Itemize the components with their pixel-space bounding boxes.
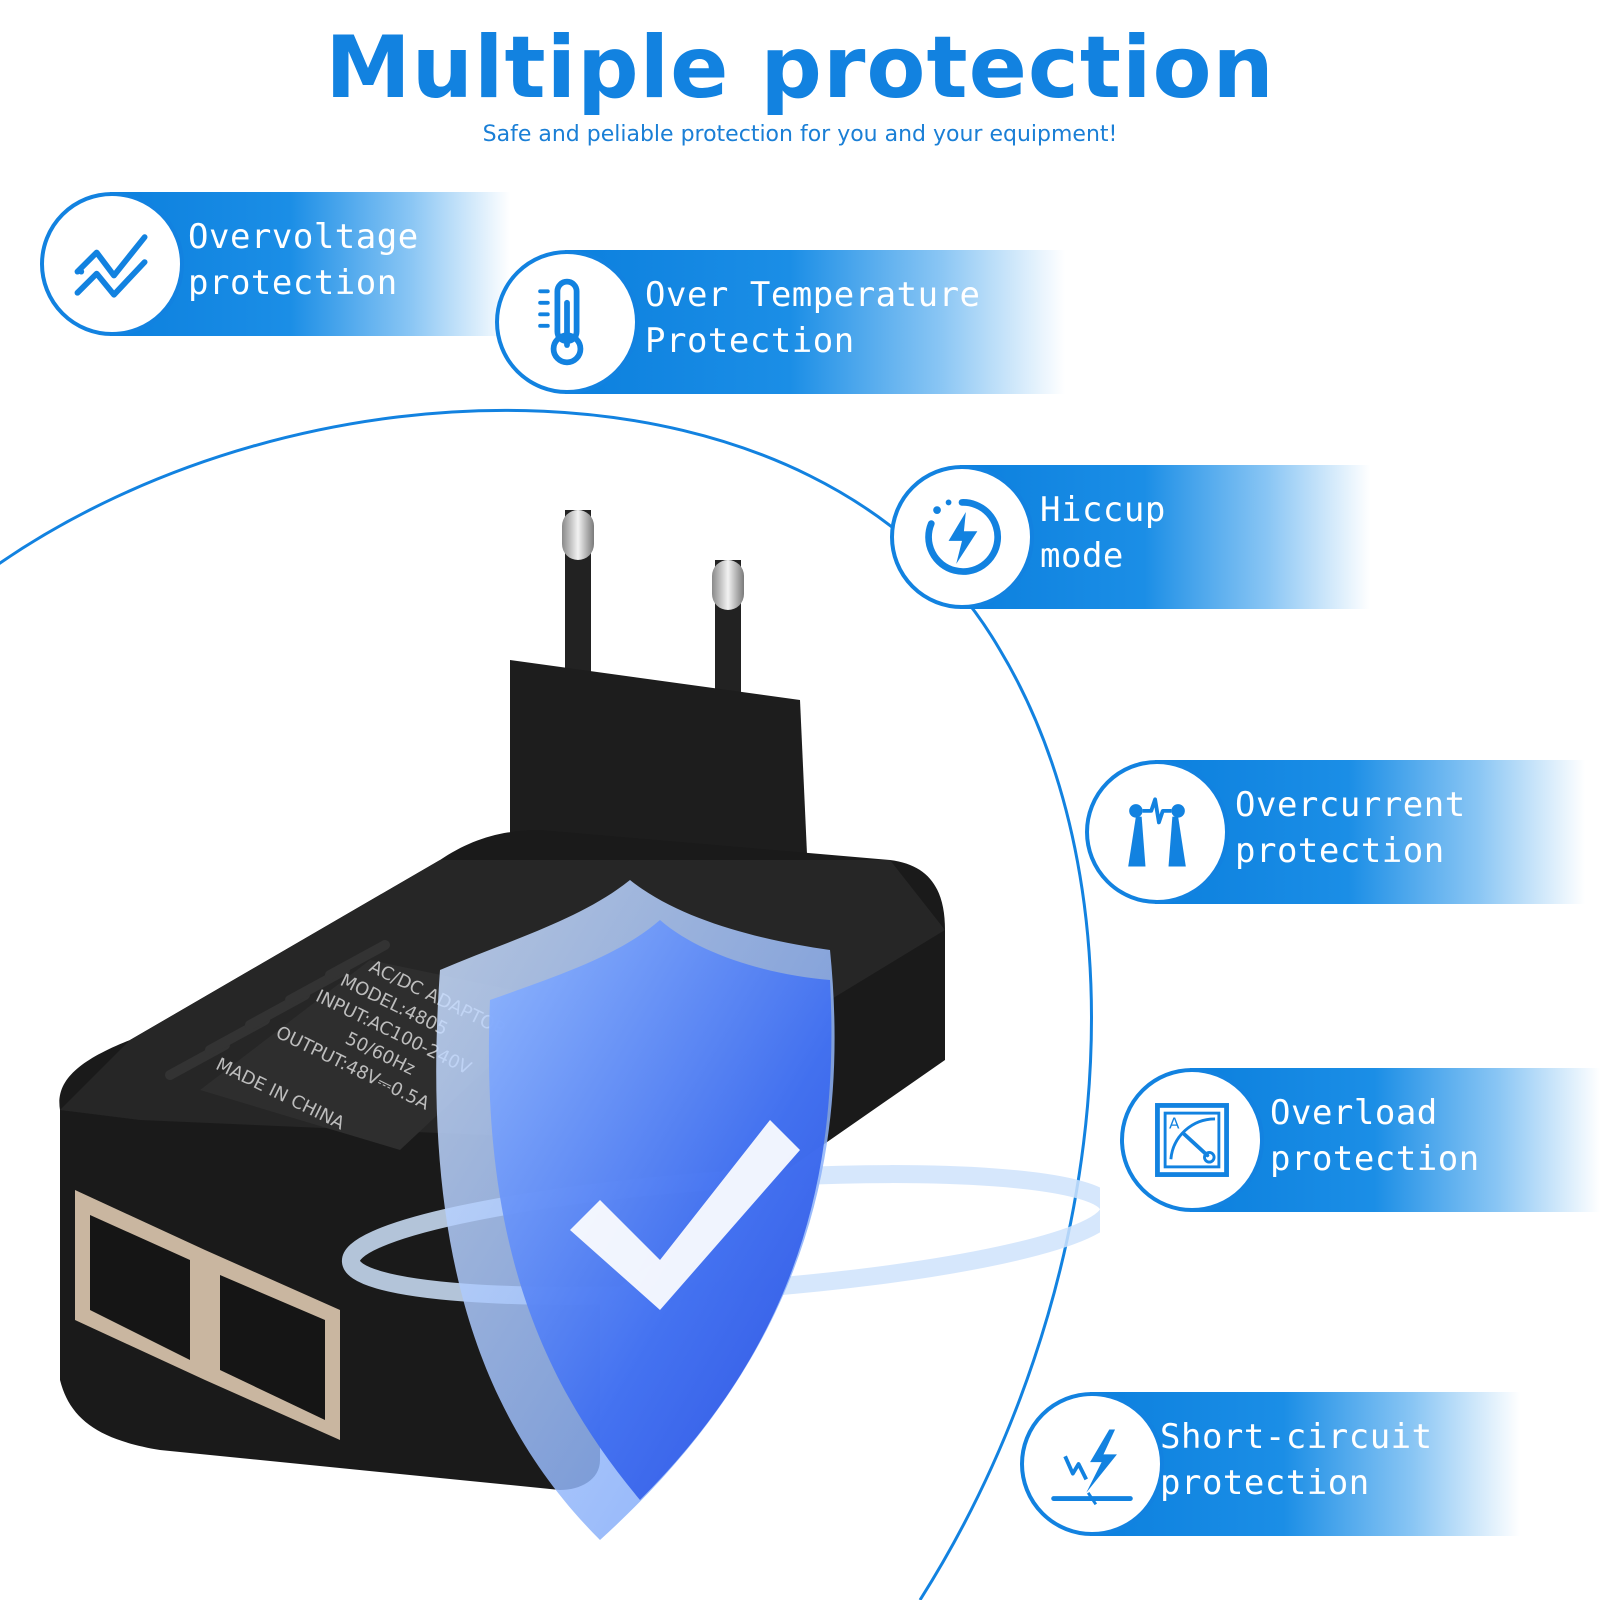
- feature-label-line1: Over Temperature: [645, 275, 981, 315]
- feature-short-circuit: Short-circuit protection: [1020, 1392, 1520, 1536]
- svg-text:A: A: [1169, 1114, 1180, 1132]
- feature-label-line1: Overload: [1270, 1093, 1438, 1133]
- feature-overload: A Overload protection: [1120, 1068, 1600, 1212]
- feature-label-line1: Overcurrent: [1235, 785, 1466, 825]
- page-title: Multiple protection: [325, 18, 1275, 118]
- page-subtitle: Safe and peliable protection for you and…: [482, 122, 1118, 147]
- feature-label-line2: mode: [1040, 536, 1124, 576]
- feature-over-temperature: Over Temperature Protection: [495, 250, 1065, 394]
- short-circuit-spark-icon: [1051, 1429, 1133, 1506]
- feature-label-line2: protection: [188, 263, 398, 303]
- feature-label-line2: protection: [1160, 1463, 1370, 1503]
- feature-label-line2: Protection: [645, 321, 855, 361]
- feature-label-line1: Hiccup: [1040, 490, 1166, 530]
- feature-hiccup-mode: Hiccup mode: [890, 465, 1370, 609]
- ethernet-ports: [75, 1190, 340, 1440]
- thermometer-icon: [538, 278, 584, 366]
- ammeter-gauge-icon: A: [1155, 1103, 1229, 1177]
- feature-label-line1: Short-circuit: [1160, 1417, 1433, 1457]
- overcurrent-towers-icon: [1128, 797, 1186, 867]
- feature-label-line1: Overvoltage: [188, 217, 419, 257]
- poe-adapter-illustration: AC/DC ADAPTOR MODEL:4805 INPUT:AC100-240…: [59, 510, 1100, 1540]
- shield-icon: [436, 880, 835, 1540]
- feature-overvoltage: Overvoltage protection: [40, 192, 510, 336]
- voltage-wave-icon: [74, 234, 148, 298]
- feature-label-line2: protection: [1270, 1139, 1480, 1179]
- feature-label-line2: protection: [1235, 831, 1445, 871]
- lightning-timer-icon: [925, 499, 1001, 575]
- feature-overcurrent: Overcurrent protection: [1085, 760, 1585, 904]
